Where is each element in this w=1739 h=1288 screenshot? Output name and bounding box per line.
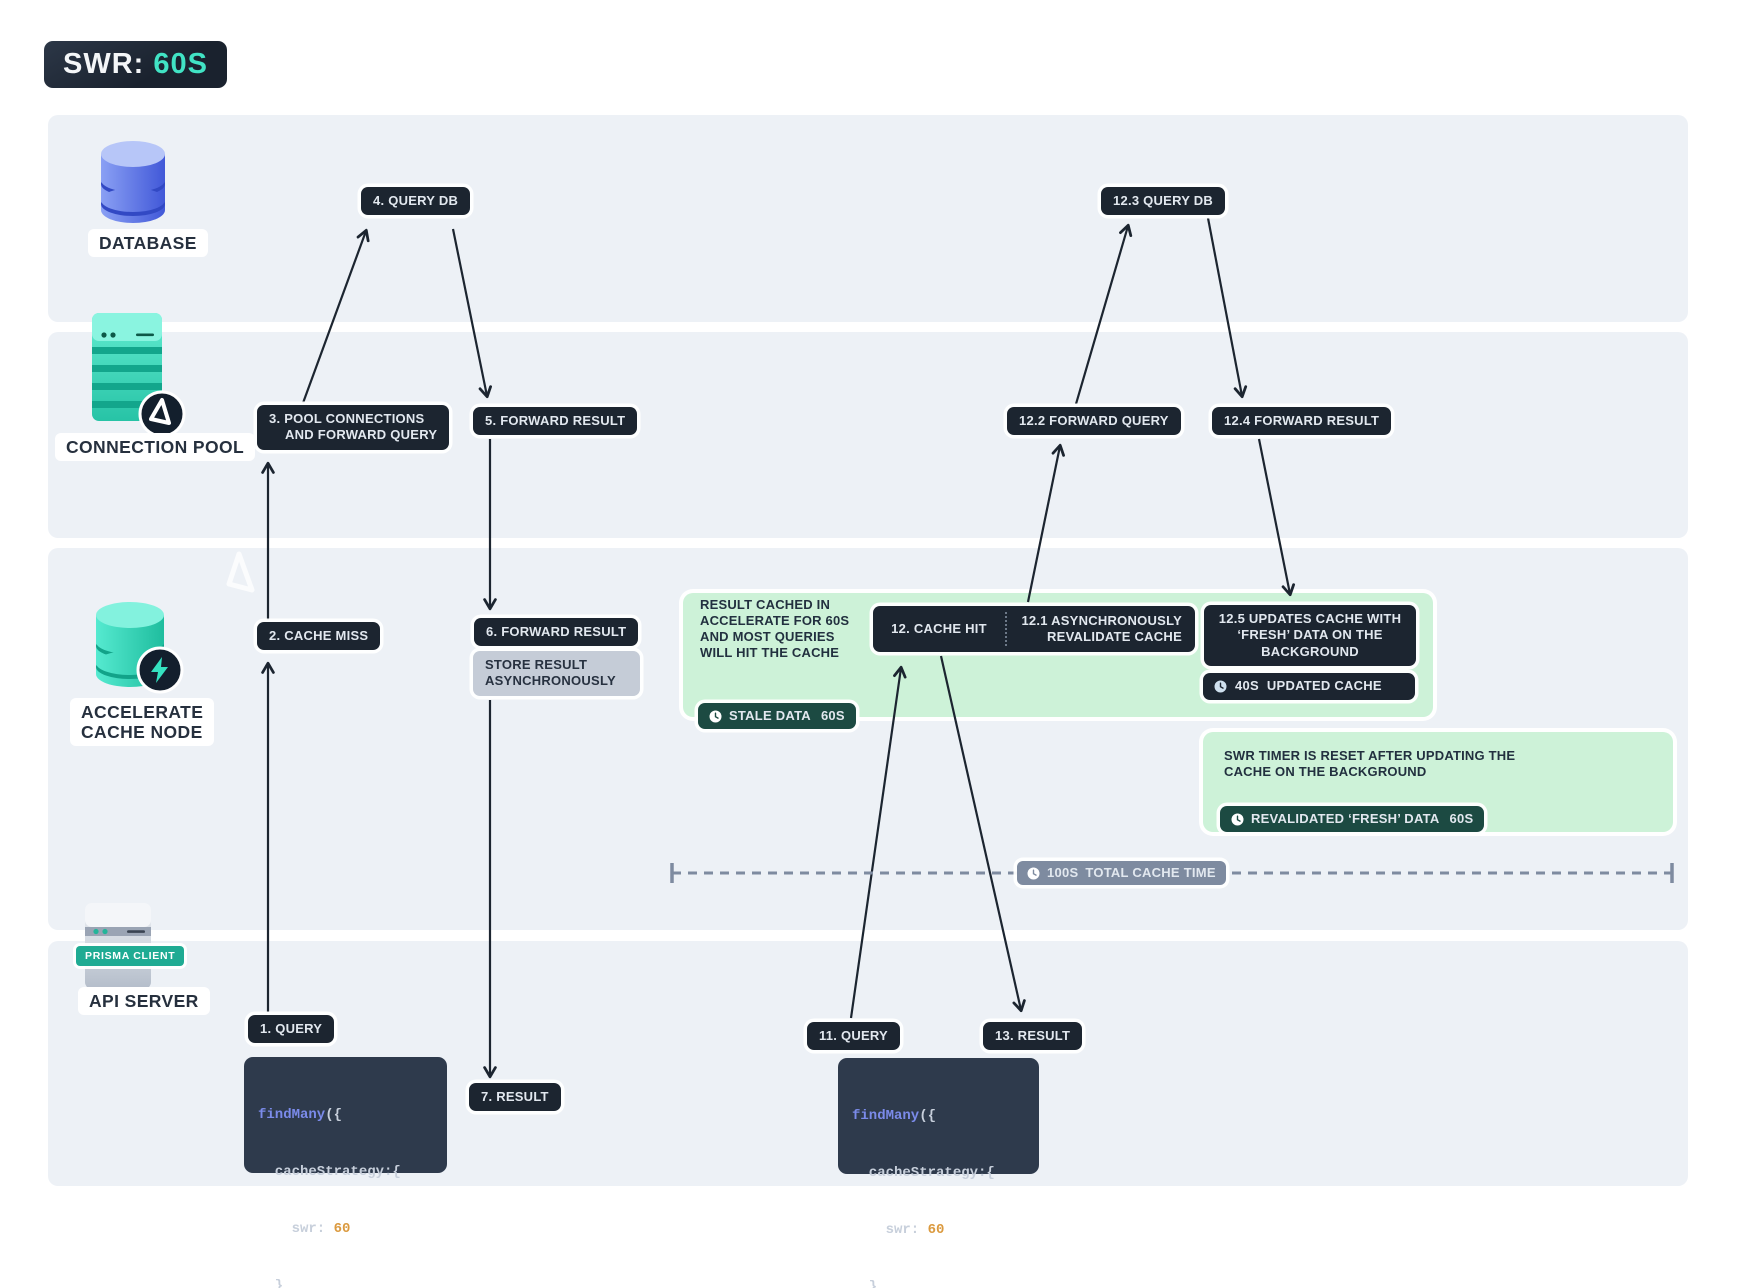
revalidated-timer: REVALIDATED ‘FRESH’ DATA 60S: [1220, 806, 1485, 833]
step-1-query: 1. QUERY: [248, 1015, 335, 1044]
lane-database: [48, 115, 1688, 322]
connection-pool-icon: [92, 313, 162, 421]
revalidated-time: 60S: [1449, 811, 1474, 826]
accelerate-label-line1: ACCELERATE: [81, 702, 204, 722]
step-12-cache-hit-group: 12. CACHE HIT 12.1 ASYNCHRONOUSLY REVALI…: [873, 606, 1195, 652]
accelerate-label-line2: CACHE NODE: [81, 722, 203, 743]
step-5-forward-result: 5. FORWARD RESULT: [473, 407, 638, 436]
step-3-line2: AND FORWARD QUERY: [285, 427, 438, 443]
code-line: cacheStrategy:{: [258, 1163, 433, 1182]
step-12-1-line1: 12.1 ASYNCHRONOUSLY: [1021, 612, 1182, 628]
code-text: }: [852, 1279, 878, 1288]
code-line: findMany({: [258, 1106, 433, 1125]
title-prefix: SWR:: [63, 48, 145, 80]
step-12-2-forward-query: 12.2 FORWARD QUERY: [1007, 407, 1181, 436]
step-12-5-line1: 12.5 UPDATES CACHE WITH: [1218, 611, 1402, 626]
title-value: 60S: [153, 48, 208, 80]
code-num: 60: [333, 1221, 351, 1237]
note-swr-reset: SWR TIMER IS RESET AFTER UPDATING THE CA…: [1224, 748, 1516, 779]
step-13-result: 13. RESULT: [983, 1022, 1083, 1051]
revalidated-label: REVALIDATED ‘FRESH’ DATA: [1251, 811, 1440, 826]
step-11-query: 11. QUERY: [807, 1022, 900, 1051]
code-fn: findMany: [852, 1108, 920, 1124]
step-12-1-revalidate: 12.1 ASYNCHRONOUSLY REVALIDATE CACHE: [1005, 612, 1195, 646]
code-block-query-11: findMany({ cacheStrategy:{ swr: 60 } }): [838, 1058, 1039, 1288]
code-text: }: [258, 1278, 284, 1288]
total-cache-time: 100S: [1047, 865, 1079, 880]
clock-icon: [1214, 680, 1227, 693]
prisma-watermark-icon: [226, 551, 255, 593]
step-12-3-query-db: 12.3 QUERY DB: [1101, 187, 1226, 216]
step-12-cache-hit: 12. CACHE HIT: [891, 620, 987, 636]
store-result-line2: ASYNCHRONOUSLY: [485, 673, 616, 689]
clock-icon: [1231, 813, 1244, 826]
code-line: swr: 60: [852, 1221, 1025, 1240]
step-2-cache-miss: 2. CACHE MISS: [257, 622, 381, 651]
step-12-5-updates-cache: 12.5 UPDATES CACHE WITH ‘FRESH’ DATA ON …: [1204, 605, 1416, 666]
code-text: swr:: [258, 1221, 334, 1237]
updated-cache-time: 40S: [1235, 678, 1259, 694]
clock-icon: [1027, 867, 1040, 880]
code-line: swr: 60: [258, 1220, 433, 1239]
code-line: cacheStrategy:{: [852, 1164, 1025, 1183]
lightning-badge-icon: [136, 646, 184, 694]
stale-data-timer: STALE DATA 60S: [698, 703, 856, 730]
clock-icon: [709, 710, 722, 723]
code-text: cacheStrategy:{: [852, 1165, 995, 1181]
prisma-client-badge: PRISMA CLIENT: [76, 946, 185, 966]
total-cache-time-badge: 100S TOTAL CACHE TIME: [1017, 861, 1226, 886]
prisma-logo-badge-icon: [138, 390, 186, 438]
code-text: cacheStrategy:{: [258, 1164, 401, 1180]
store-result-note: STORE RESULT ASYNCHRONOUSLY: [473, 651, 640, 696]
total-cache-label: TOTAL CACHE TIME: [1085, 865, 1216, 880]
accelerate-cache-label: ACCELERATE CACHE NODE: [70, 698, 215, 747]
code-text: ({: [325, 1107, 343, 1123]
code-text: ({: [919, 1108, 937, 1124]
code-text: swr:: [852, 1222, 928, 1238]
code-line: findMany({: [852, 1107, 1025, 1126]
updated-cache-label: UPDATED CACHE: [1266, 678, 1382, 694]
step-6-forward-result: 6. FORWARD RESULT: [474, 618, 639, 647]
step-12-4-forward-result: 12.4 FORWARD RESULT: [1212, 407, 1392, 436]
database-label: DATABASE: [88, 229, 208, 258]
api-server-label: API SERVER: [78, 987, 210, 1016]
step-4-query-db: 4. QUERY DB: [361, 187, 471, 216]
step-12-5-line3: BACKGROUND: [1261, 643, 1359, 659]
code-num: 60: [927, 1222, 945, 1238]
database-icon: [101, 141, 165, 223]
step-3-pool-connections: 3. POOL CONNECTIONS AND FORWARD QUERY: [257, 405, 450, 450]
code-line: }: [852, 1278, 1025, 1288]
step-3-line1: 3. POOL CONNECTIONS: [269, 411, 425, 426]
connection-pool-label: CONNECTION POOL: [55, 433, 256, 462]
step-12-1-line2: REVALIDATE CACHE: [1047, 629, 1182, 644]
store-result-line1: STORE RESULT: [485, 657, 588, 672]
code-fn: findMany: [258, 1107, 326, 1123]
step-12-5-line2: ‘FRESH’ DATA ON THE: [1237, 627, 1383, 643]
updated-cache-timer: 40S UPDATED CACHE: [1203, 673, 1415, 700]
code-line: }: [258, 1277, 433, 1288]
step-7-result: 7. RESULT: [469, 1083, 561, 1112]
stale-data-time: 60S: [820, 708, 845, 723]
code-block-query-1: findMany({ cacheStrategy:{ swr: 60 } }): [244, 1057, 447, 1288]
stale-data-label: STALE DATA: [729, 708, 811, 723]
note-result-cached: RESULT CACHED IN ACCELERATE FOR 60S AND …: [700, 597, 850, 660]
diagram-title: SWR:60S: [44, 41, 227, 88]
